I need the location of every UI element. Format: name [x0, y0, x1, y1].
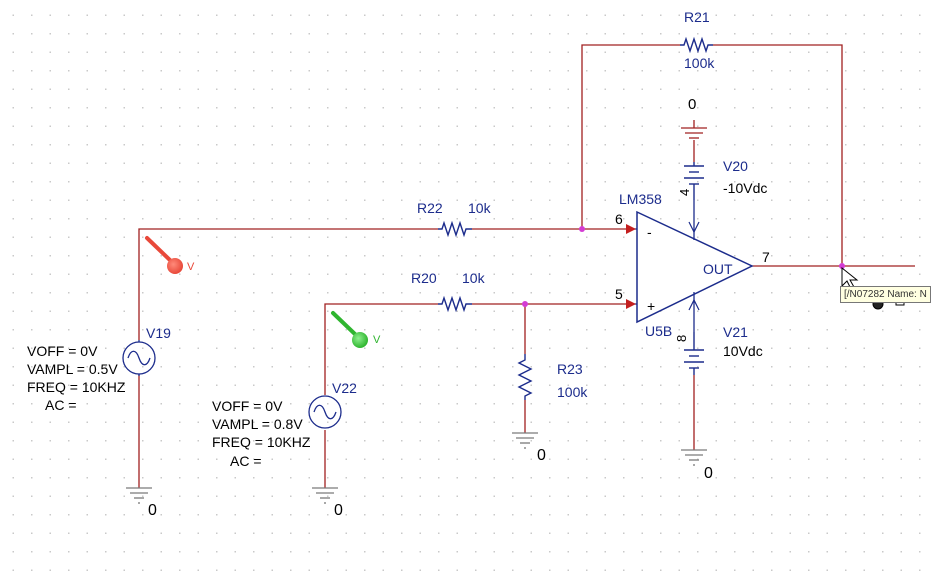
v22-voff: VOFF = 0V	[212, 398, 283, 414]
ground-v19	[126, 487, 152, 504]
source-v19[interactable]	[122, 340, 156, 376]
wire-r21-right[interactable]	[713, 44, 843, 266]
r22-name: R22	[417, 200, 443, 216]
probe-green-label: V	[373, 334, 381, 346]
ground-v21	[681, 449, 707, 466]
wire-v22-r20[interactable]	[324, 303, 438, 395]
v21-name: V21	[723, 324, 748, 340]
probe-green[interactable]	[331, 311, 368, 348]
opamp-ref: U5B	[645, 323, 672, 339]
pin-7-label: 7	[762, 249, 770, 265]
node-r22-inv	[579, 226, 585, 232]
probe-red[interactable]	[145, 236, 183, 274]
battery-v20[interactable]	[684, 162, 704, 200]
net-tooltip: [/N07282 Name: N	[840, 286, 931, 303]
pin-markers	[626, 224, 636, 309]
ground-r23	[512, 432, 538, 449]
v20-value: -10Vdc	[723, 180, 767, 196]
node-output	[839, 263, 845, 269]
source-v22[interactable]	[308, 395, 342, 429]
resistor-r21[interactable]	[680, 36, 713, 54]
v19-vampl: VAMPL = 0.5V	[27, 361, 118, 377]
v19-name: V19	[146, 325, 171, 341]
gnd-v22-label: 0	[334, 502, 343, 519]
v22-freq: FREQ = 10KHZ	[212, 434, 311, 450]
r23-value: 100k	[557, 384, 588, 400]
pin-4-label: 4	[677, 189, 692, 196]
probe-red-label: V	[187, 261, 195, 273]
v20-name: V20	[723, 158, 748, 174]
v22-name: V22	[332, 380, 357, 396]
nodes	[522, 226, 845, 307]
pin-8-label: 8	[674, 335, 689, 342]
r21-name: R21	[684, 9, 710, 25]
battery-v21[interactable]	[684, 332, 704, 375]
opamp-u5b[interactable]	[632, 200, 754, 332]
gnd-r23-label: 0	[537, 447, 546, 464]
ground-v20	[681, 120, 707, 139]
gnd-v21-label: 0	[704, 465, 713, 482]
r20-name: R20	[411, 270, 437, 286]
resistor-r22[interactable]	[438, 220, 472, 238]
v22-ac: AC =	[230, 453, 262, 469]
wire-r21-left[interactable]	[581, 44, 680, 229]
grounds	[126, 432, 707, 504]
resistor-r23[interactable]	[517, 354, 533, 400]
v22-vampl: VAMPL = 0.8V	[212, 416, 303, 432]
v19-voff: VOFF = 0V	[27, 343, 98, 359]
wire-v19-r22[interactable]	[138, 228, 438, 340]
opamp-name: LM358	[619, 191, 662, 207]
pin-5-label: 5	[615, 286, 623, 302]
gnd-v20-label: 0	[688, 96, 696, 113]
node-r20-r23	[522, 301, 528, 307]
resistor-r20[interactable]	[438, 295, 472, 313]
wires	[138, 44, 915, 488]
opamp-minus: -	[647, 224, 652, 240]
v19-freq: FREQ = 10KHZ	[27, 379, 126, 395]
opamp-plus: +	[647, 298, 655, 314]
r23-name: R23	[557, 361, 583, 377]
opamp-out-label: OUT	[703, 261, 733, 277]
r21-value: 100k	[684, 55, 715, 71]
r20-value: 10k	[462, 270, 486, 286]
r22-value: 10k	[468, 200, 492, 216]
gnd-v19-label: 0	[148, 502, 157, 519]
v19-ac: AC =	[45, 397, 77, 413]
v21-value: 10Vdc	[723, 343, 763, 359]
ground-v22	[312, 487, 338, 504]
pin-6-label: 6	[615, 211, 623, 227]
